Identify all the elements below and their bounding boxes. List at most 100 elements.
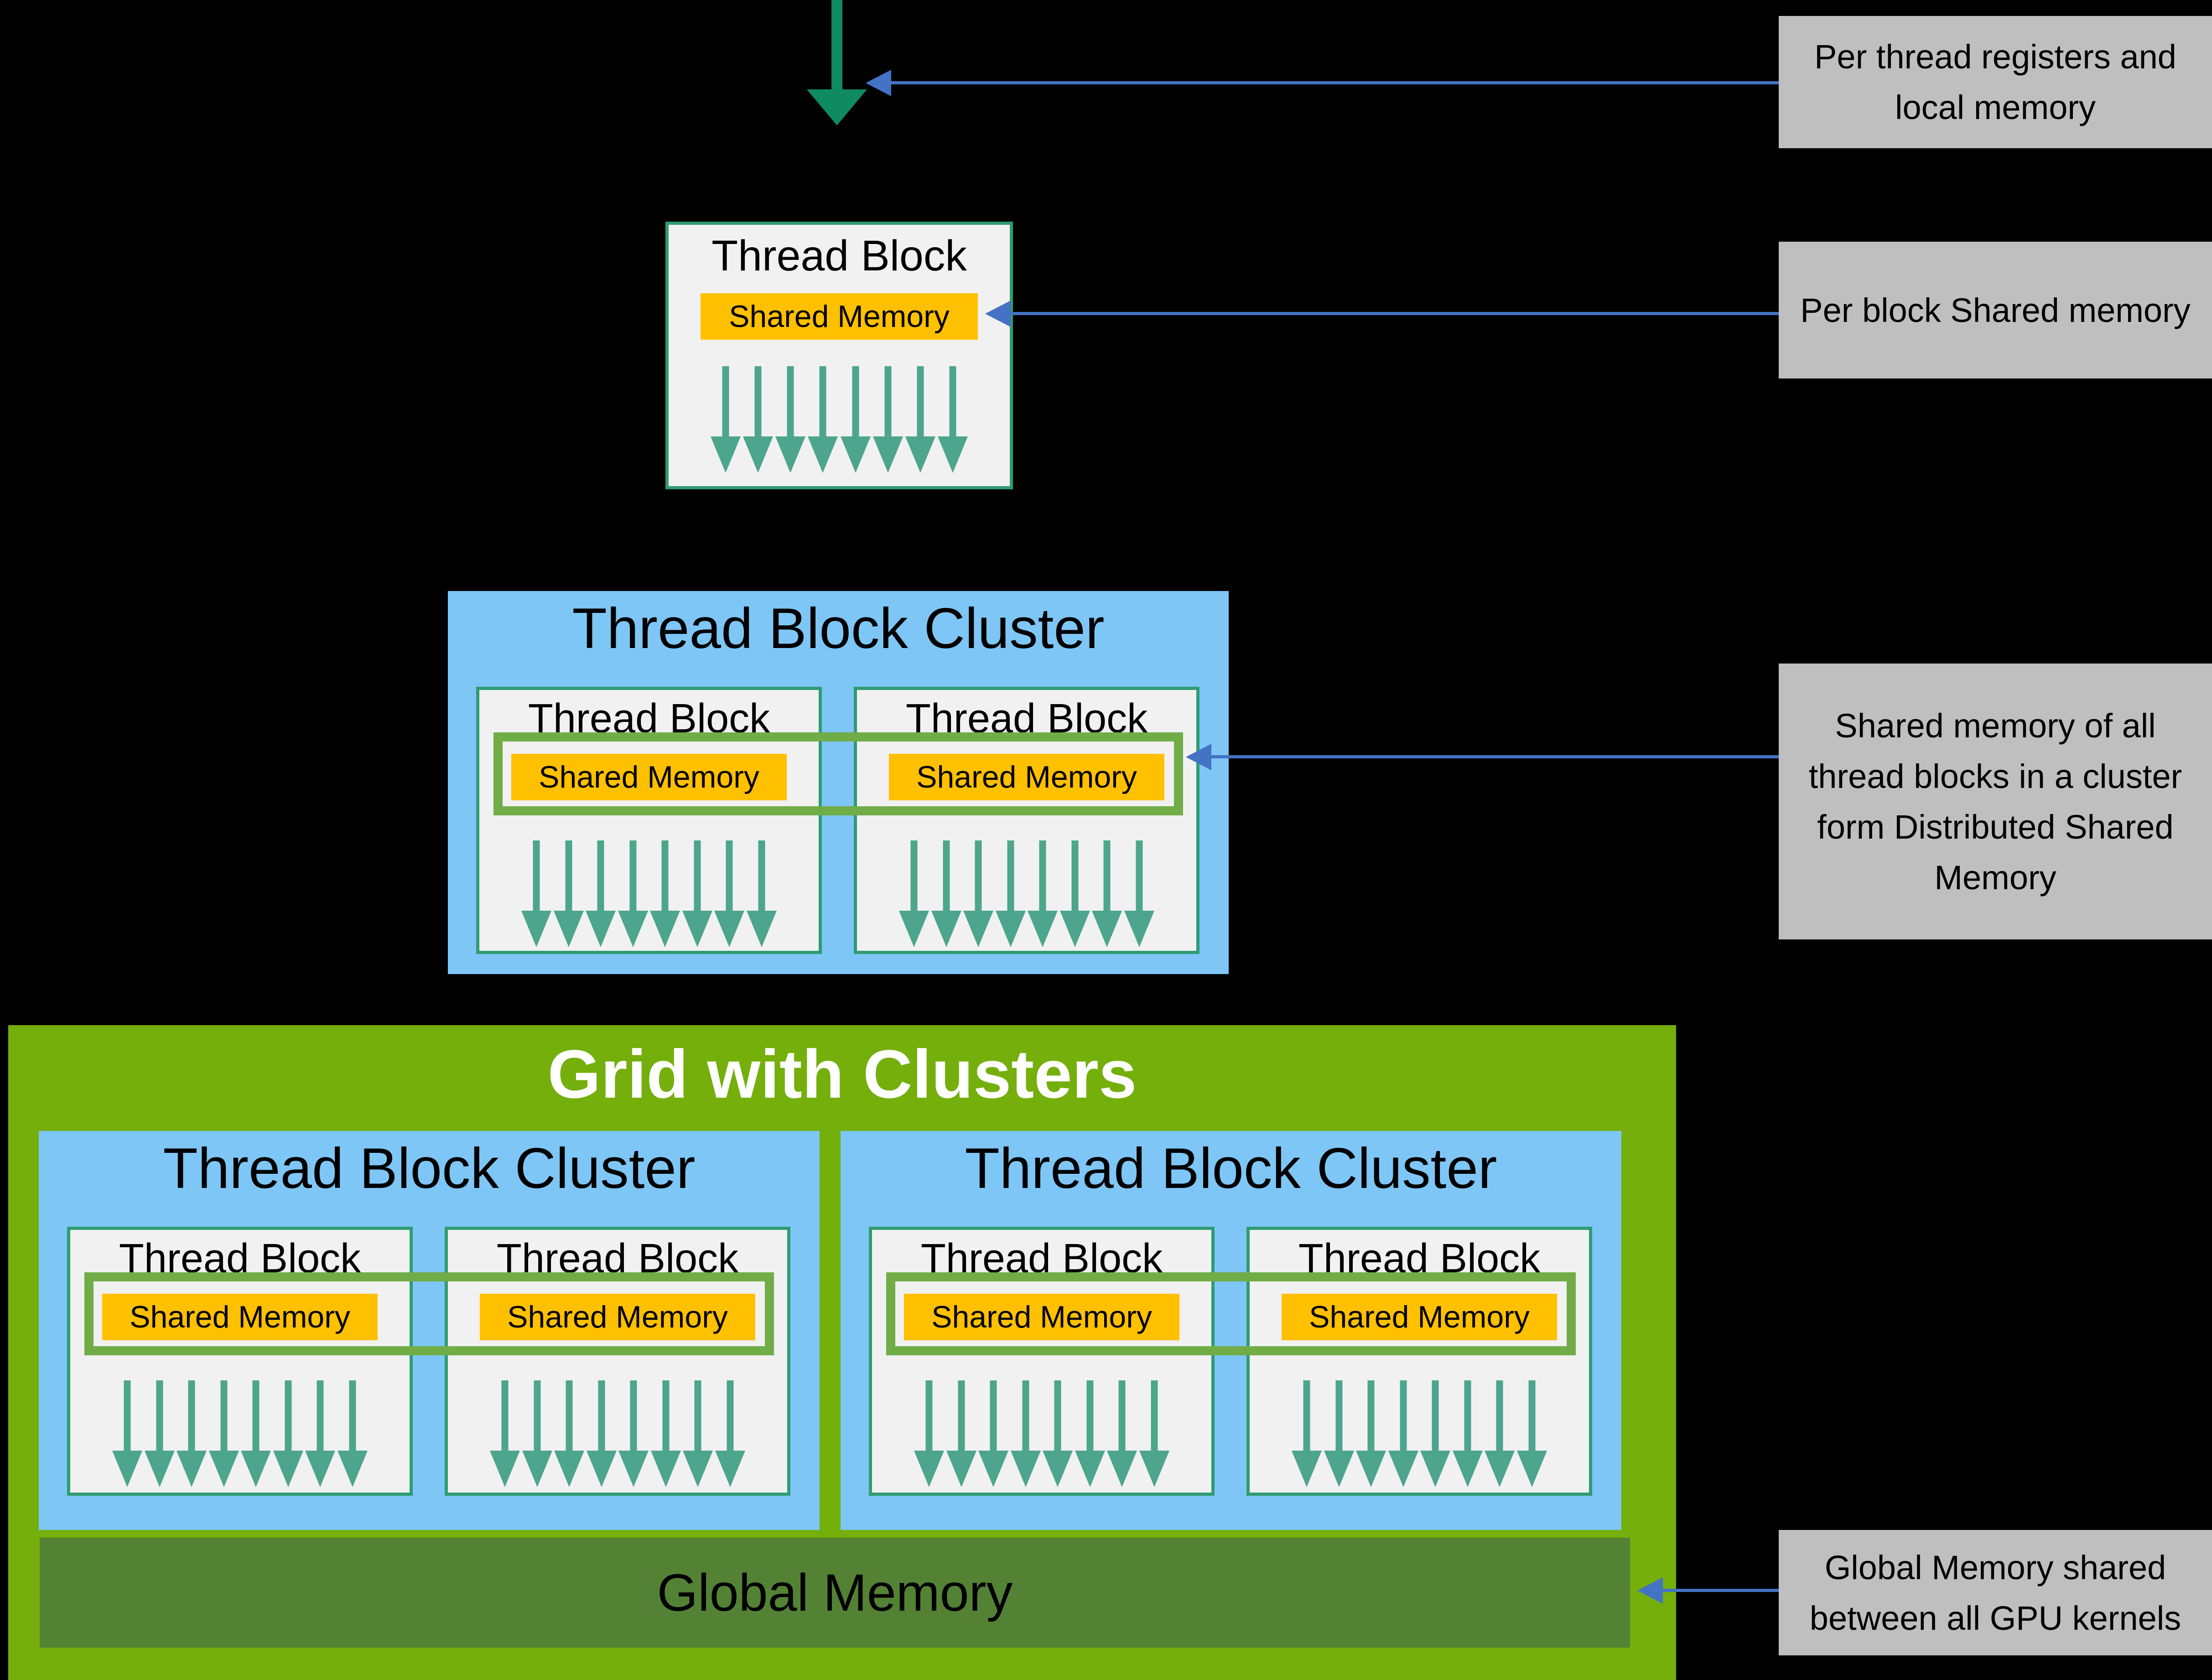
- thread-arrow-icon: [978, 1380, 1009, 1487]
- thread-arrow-icon: [1107, 1380, 1137, 1487]
- thread-block-cluster: Thread Block Cluster Thread Block Shared…: [448, 591, 1229, 974]
- grid-with-clusters: Grid with Clusters Thread Block Cluster …: [8, 1025, 1676, 1680]
- thread-arrow-icon: [1139, 1380, 1169, 1487]
- thread-arrow-icon: [1452, 1380, 1483, 1487]
- annotation-arrow-icon: [866, 70, 891, 96]
- thread-arrow-icon: [872, 366, 903, 473]
- thread-arrow-icon: [650, 840, 680, 947]
- thread-arrow-icon: [650, 1380, 681, 1487]
- global-memory-bar: Global Memory: [40, 1538, 1630, 1648]
- annotation-per-thread-registers: Per thread registers and local memory: [1779, 16, 2212, 148]
- thread-block-cluster-title: Thread Block Cluster: [163, 1137, 696, 1200]
- shared-memory-bar: Shared Memory: [480, 1294, 755, 1340]
- thread-arrow-icon: [931, 840, 961, 947]
- thread-arrow-icon: [775, 366, 806, 473]
- thread-block: Thread Block Shared Memory: [476, 687, 822, 954]
- thread-arrows: [521, 840, 777, 947]
- thread-block-cluster-title: Thread Block Cluster: [965, 1137, 1497, 1200]
- thread-block-title: Thread Block: [711, 232, 967, 280]
- annotation-arrow-icon: [1637, 1577, 1663, 1604]
- thread-block: Thread Block Shared Memory: [665, 222, 1013, 489]
- thread-block: Thread Block Shared Memory: [67, 1227, 413, 1496]
- thread-arrow-icon: [521, 840, 551, 947]
- shared-memory-bar: Shared Memory: [701, 293, 978, 340]
- thread-arrows: [1292, 1380, 1547, 1487]
- thread-block-cluster: Thread Block Cluster Thread Block Shared…: [39, 1131, 820, 1530]
- thread-arrow-icon: [1516, 1380, 1547, 1487]
- distributed-shared-memory-outline: [84, 1272, 774, 1355]
- thread-block: Thread Block Shared Memory: [1246, 1227, 1592, 1496]
- thread-block-cluster: Thread Block Cluster Thread Block Shared…: [841, 1131, 1621, 1530]
- thread-block-cluster-title: Thread Block Cluster: [572, 597, 1105, 660]
- annotation-arrow-line: [1211, 755, 1779, 758]
- thread-arrow-icon: [1388, 1380, 1418, 1487]
- thread-arrow-icon: [337, 1380, 368, 1487]
- thread-arrow-icon: [177, 1380, 207, 1487]
- thread-arrow-icon: [899, 840, 929, 947]
- thread-arrow-icon: [746, 840, 777, 947]
- kernel-threads-arrow-icon: [807, 0, 867, 125]
- shared-memory-bar: Shared Memory: [904, 1294, 1179, 1340]
- thread-arrow-icon: [937, 366, 968, 473]
- thread-arrow-icon: [112, 1380, 142, 1487]
- thread-arrow-icon: [946, 1380, 976, 1487]
- thread-block: Thread Block Shared Memory: [445, 1227, 790, 1496]
- thread-arrows: [914, 1380, 1169, 1487]
- shared-memory-bar: Shared Memory: [102, 1294, 378, 1340]
- thread-arrow-icon: [618, 1380, 649, 1487]
- thread-arrow-icon: [1059, 840, 1090, 947]
- thread-arrow-icon: [208, 1380, 239, 1487]
- grid-with-clusters-title: Grid with Clusters: [547, 1036, 1137, 1112]
- distributed-shared-memory-outline: [886, 1272, 1576, 1355]
- thread-arrow-icon: [995, 840, 1026, 947]
- thread-arrow-icon: [618, 840, 648, 947]
- thread-arrow-icon: [905, 366, 935, 473]
- thread-arrow-icon: [553, 840, 584, 947]
- kernel-threads-arrow-head: [807, 89, 867, 125]
- thread-arrows: [711, 366, 968, 473]
- distributed-shared-memory-outline: [493, 732, 1183, 815]
- thread-arrow-icon: [1028, 840, 1058, 947]
- thread-arrow-icon: [144, 1380, 175, 1487]
- thread-arrow-icon: [1043, 1380, 1073, 1487]
- kernel-threads-arrow-shaft: [831, 0, 842, 89]
- thread-block: Thread Block Shared Memory: [869, 1227, 1215, 1496]
- thread-arrow-icon: [522, 1380, 552, 1487]
- thread-arrow-icon: [490, 1380, 520, 1487]
- thread-arrow-icon: [683, 1380, 713, 1487]
- thread-arrow-icon: [1324, 1380, 1354, 1487]
- thread-arrow-icon: [1010, 1380, 1041, 1487]
- thread-arrow-icon: [1292, 1380, 1322, 1487]
- thread-arrow-icon: [273, 1380, 303, 1487]
- thread-arrow-icon: [554, 1380, 585, 1487]
- thread-arrows: [490, 1380, 745, 1487]
- thread-arrow-icon: [586, 1380, 617, 1487]
- thread-arrow-icon: [715, 1380, 745, 1487]
- thread-arrow-icon: [1485, 1380, 1515, 1487]
- thread-arrow-icon: [241, 1380, 271, 1487]
- shared-memory-bar: Shared Memory: [1282, 1294, 1557, 1340]
- annotation-arrow-line: [1010, 312, 1779, 315]
- thread-arrows: [899, 840, 1154, 947]
- thread-arrow-icon: [714, 840, 745, 947]
- thread-block: Thread Block Shared Memory: [854, 687, 1199, 954]
- annotation-arrow-icon: [985, 301, 1011, 327]
- thread-arrow-icon: [1092, 840, 1122, 947]
- thread-arrow-icon: [808, 366, 838, 473]
- thread-arrow-icon: [743, 366, 774, 473]
- annotation-per-block-shared-memory: Per block Shared memory: [1779, 242, 2212, 379]
- thread-arrows: [112, 1380, 368, 1487]
- annotation-arrow-line: [891, 81, 1779, 84]
- annotation-global-memory: Global Memory shared between all GPU ker…: [1779, 1530, 2212, 1655]
- thread-arrow-icon: [586, 840, 616, 947]
- thread-arrow-icon: [840, 366, 871, 473]
- thread-arrow-icon: [305, 1380, 336, 1487]
- annotation-arrow-icon: [1186, 744, 1211, 770]
- thread-arrow-icon: [1124, 840, 1154, 947]
- thread-arrow-icon: [711, 366, 741, 473]
- thread-arrow-icon: [1420, 1380, 1451, 1487]
- thread-arrow-icon: [1075, 1380, 1105, 1487]
- annotation-arrow-line: [1662, 1589, 1779, 1592]
- thread-arrow-icon: [1356, 1380, 1386, 1487]
